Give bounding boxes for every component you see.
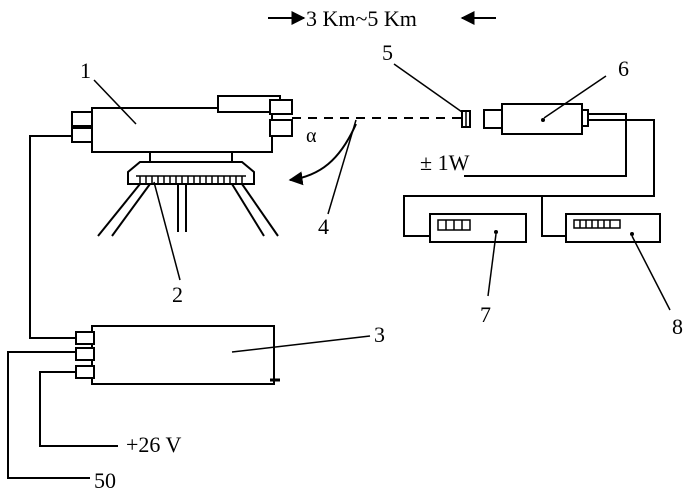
light-source-lens: [483, 109, 503, 129]
power-label: ± 1W: [420, 150, 470, 175]
callout-3: 3: [374, 322, 385, 347]
signal-wire-8: [541, 119, 655, 237]
power-wire: [464, 113, 627, 177]
distance-indicator: 3 Km~5 Km: [268, 6, 496, 31]
control-connector-1: [75, 331, 95, 345]
meter-8: [565, 213, 661, 243]
theodolite-cable: [29, 135, 76, 339]
light-source: [483, 103, 589, 135]
leader-3: [231, 335, 371, 353]
light-source-cap: [581, 109, 589, 127]
voltage-label: +26 V: [126, 432, 182, 457]
frequency-label: 50: [94, 468, 116, 493]
meter-7: [429, 213, 527, 243]
mains-cable: [7, 351, 90, 479]
leader-4: [327, 119, 357, 215]
control-connector-3: [75, 365, 95, 379]
theodolite-neck: [149, 152, 233, 163]
control-connector-2: [75, 347, 95, 361]
theodolite-knob-top: [71, 111, 95, 127]
angle-label: α: [306, 125, 317, 147]
callout-6: 6: [618, 56, 629, 81]
meter-8-display: [573, 219, 621, 229]
callout-2: 2: [172, 282, 183, 307]
callout-7: 7: [480, 302, 491, 327]
theodolite-body: [91, 107, 273, 153]
signal-wire-7: [403, 195, 542, 237]
leader-8: [631, 235, 671, 311]
control-unit: [75, 325, 280, 385]
meter-7-body: [429, 213, 527, 243]
dc-cable: [39, 371, 118, 447]
theodolite-knob-bottom: [71, 127, 95, 143]
rotating-base: [127, 161, 255, 185]
theodolite: [71, 95, 293, 237]
theodolite-lens-top: [269, 99, 293, 115]
callout-4: 4: [318, 214, 329, 239]
tripod: [97, 183, 279, 237]
callout-8: 8: [672, 314, 683, 339]
leader-1: [93, 79, 137, 125]
leader-7: [487, 233, 497, 297]
control-unit-body: [91, 325, 275, 385]
rotating-base-scale: [136, 175, 246, 184]
distance-label: 3 Km~5 Km: [306, 6, 417, 31]
theodolite-lens-bottom: [269, 119, 293, 137]
callout-1: 1: [80, 58, 91, 83]
leader-6: [543, 75, 607, 119]
callout-5: 5: [382, 40, 393, 65]
leader-2: [153, 181, 181, 281]
leader-5: [393, 63, 463, 113]
